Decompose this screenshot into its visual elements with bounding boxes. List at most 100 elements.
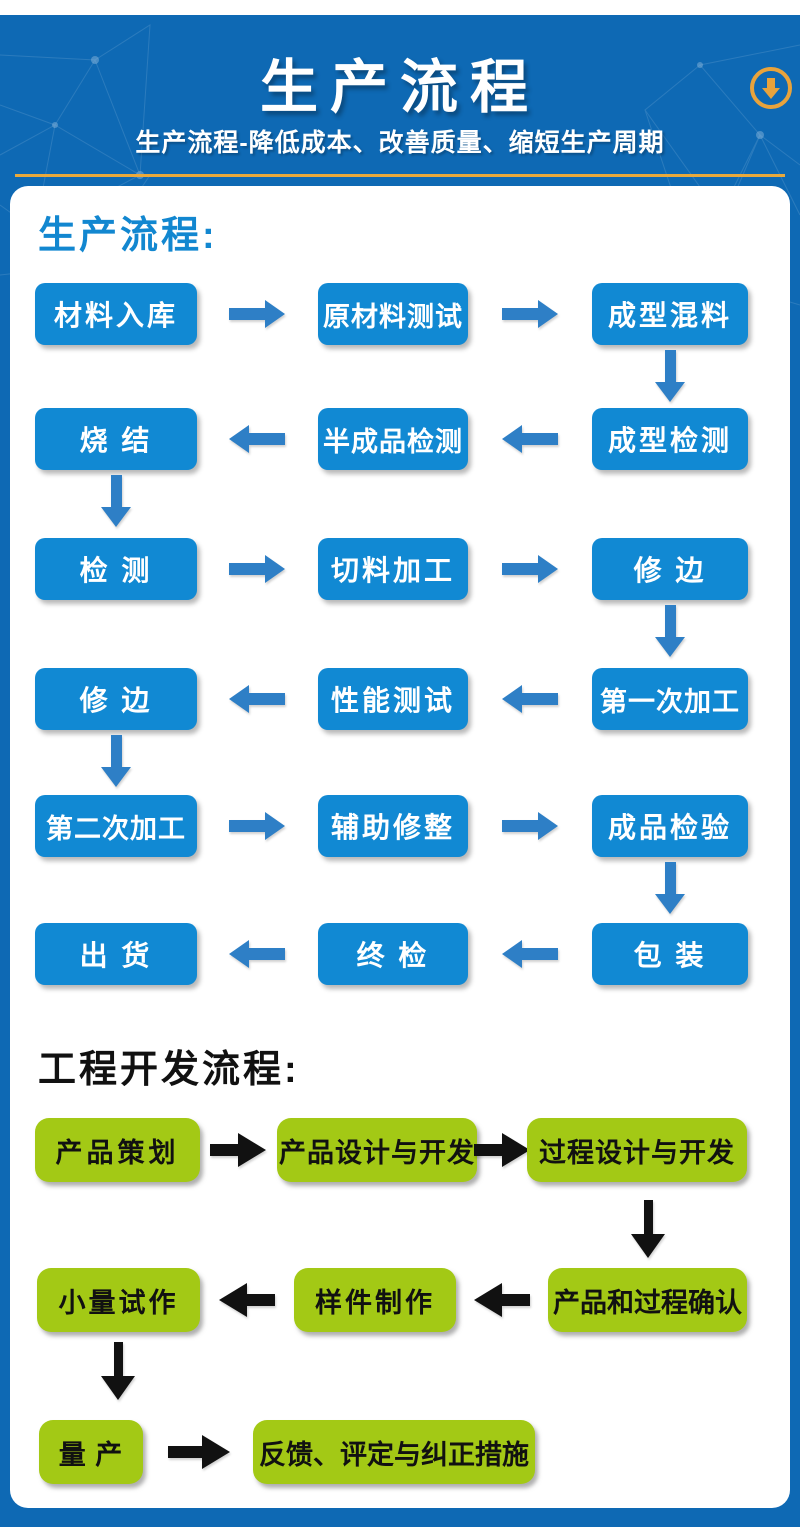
arrow-shaft <box>502 563 538 575</box>
arrow-shaft <box>110 735 122 767</box>
arrow-shaft <box>229 308 265 320</box>
engineering-flow-heading: 工程开发流程: <box>38 1049 300 1091</box>
arrow-down-icon <box>655 605 685 657</box>
arrow-head <box>265 812 285 840</box>
arrow-left-icon <box>229 685 285 713</box>
prod-step-mold-check: 成型检测 <box>592 408 748 470</box>
arrow-head <box>762 87 780 99</box>
prod-step-aux-trim: 辅助修整 <box>318 795 468 857</box>
arrow-down-icon <box>101 475 131 527</box>
arrow-down-icon <box>101 1342 135 1400</box>
arrow-head <box>229 425 249 453</box>
arrow-head <box>502 685 522 713</box>
eng-step-process-design: 过程设计与开发 <box>527 1118 747 1182</box>
arrow-shaft <box>113 1342 123 1376</box>
arrow-head <box>229 685 249 713</box>
arrow-shaft <box>502 1294 530 1306</box>
eng-step-confirmation: 产品和过程确认 <box>548 1268 747 1332</box>
arrow-right-icon <box>168 1435 230 1469</box>
arrow-shaft <box>229 820 265 832</box>
arrow-left-icon <box>229 940 285 968</box>
arrow-head <box>502 940 522 968</box>
prod-step-material-in: 材料入库 <box>35 283 197 345</box>
accent-divider <box>15 174 785 177</box>
eng-step-planning: 产品策划 <box>35 1118 200 1182</box>
arrow-shaft <box>522 693 558 705</box>
arrow-right-icon <box>502 300 558 328</box>
prod-step-inspect: 检 测 <box>35 538 197 600</box>
arrow-head <box>265 300 285 328</box>
arrow-down-icon <box>631 1200 665 1258</box>
arrow-head <box>229 940 249 968</box>
arrow-left-icon <box>229 425 285 453</box>
arrow-shaft <box>522 433 558 445</box>
arrow-shaft <box>249 948 285 960</box>
arrow-head <box>101 767 131 787</box>
prod-step-raw-test: 原材料测试 <box>318 283 468 345</box>
prod-step-semi-check: 半成品检测 <box>318 408 468 470</box>
arrow-left-icon <box>502 425 558 453</box>
prod-step-cut: 切料加工 <box>318 538 468 600</box>
production-flow-heading: 生产流程: <box>38 215 218 257</box>
eng-step-mass-production: 量 产 <box>39 1420 143 1484</box>
arrow-right-icon <box>502 555 558 583</box>
arrow-head <box>219 1283 247 1317</box>
arrow-shaft <box>664 862 676 894</box>
arrow-head <box>631 1234 665 1258</box>
prod-step-sinter: 烧 结 <box>35 408 197 470</box>
arrow-shaft <box>767 77 775 88</box>
eng-step-pilot-run: 小量试作 <box>37 1268 200 1332</box>
prod-step-trim-1: 修 边 <box>592 538 748 600</box>
arrow-head <box>202 1435 230 1469</box>
prod-step-first-process: 第一次加工 <box>592 668 748 730</box>
arrow-head <box>101 1376 135 1400</box>
eng-step-sample-making: 样件制作 <box>294 1268 456 1332</box>
arrow-down-icon <box>655 862 685 914</box>
prod-step-perf-test: 性能测试 <box>318 668 468 730</box>
arrow-shaft <box>249 433 285 445</box>
prod-step-second-process: 第二次加工 <box>35 795 197 857</box>
arrow-head <box>655 382 685 402</box>
arrow-head <box>655 637 685 657</box>
arrow-right-icon <box>229 555 285 583</box>
eng-step-product-design: 产品设计与开发 <box>277 1118 477 1182</box>
arrow-left-icon <box>219 1283 275 1317</box>
arrow-head <box>265 555 285 583</box>
page-title: 生产流程 <box>259 55 540 120</box>
arrow-down-icon <box>655 350 685 402</box>
arrow-head <box>502 1133 530 1167</box>
arrow-head <box>238 1133 266 1167</box>
arrow-shaft <box>110 475 122 507</box>
arrow-head <box>538 555 558 583</box>
arrow-shaft <box>502 820 538 832</box>
prod-step-mix: 成型混料 <box>592 283 748 345</box>
arrow-shaft <box>229 563 265 575</box>
arrow-left-icon <box>502 940 558 968</box>
arrow-shaft <box>664 350 676 382</box>
arrow-shaft <box>249 693 285 705</box>
arrow-left-icon <box>502 685 558 713</box>
arrow-shaft <box>522 948 558 960</box>
arrow-head <box>474 1283 502 1317</box>
arrow-shaft <box>474 1144 502 1156</box>
content-card: 生产流程: 材料入库 原材料测试 成型混料 烧 结 半成品检测 成型检测 检 测… <box>10 186 790 1508</box>
arrow-right-icon <box>210 1133 266 1167</box>
arrow-head <box>538 300 558 328</box>
arrow-shaft <box>168 1446 202 1458</box>
arrow-shaft <box>502 308 538 320</box>
eng-step-feedback: 反馈、评定与纠正措施 <box>253 1420 535 1484</box>
prod-step-trim-2: 修 边 <box>35 668 197 730</box>
arrow-right-icon <box>229 300 285 328</box>
prod-step-final-check: 终 检 <box>318 923 468 985</box>
arrow-head <box>502 425 522 453</box>
prod-step-final-inspect: 成品检验 <box>592 795 748 857</box>
scroll-down-icon[interactable] <box>750 67 792 109</box>
arrow-shaft <box>210 1144 238 1156</box>
arrow-right-icon <box>502 812 558 840</box>
arrow-shaft <box>643 1200 653 1234</box>
prod-step-ship: 出 货 <box>35 923 197 985</box>
prod-step-pack: 包 装 <box>592 923 748 985</box>
arrow-down-icon <box>101 735 131 787</box>
arrow-head <box>101 507 131 527</box>
